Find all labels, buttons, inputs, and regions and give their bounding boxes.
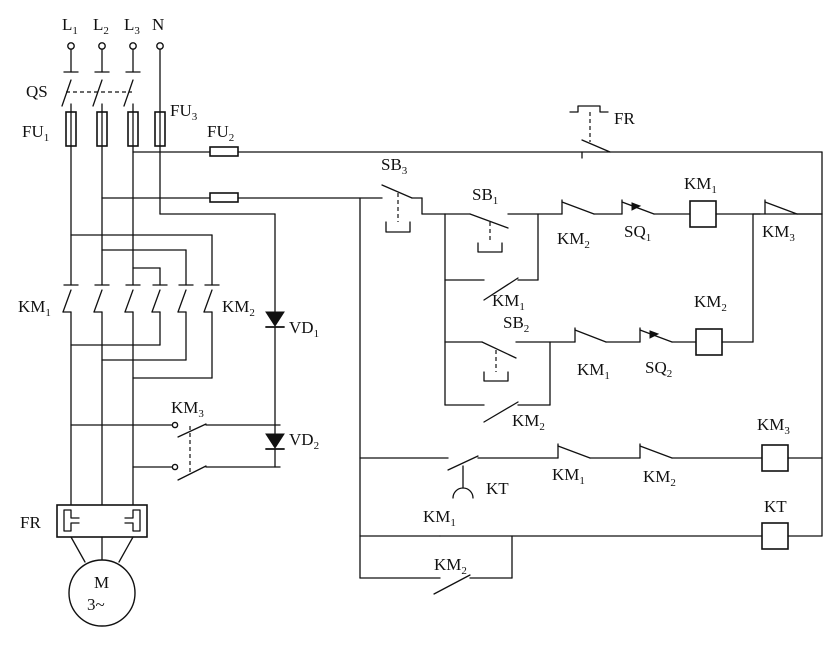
label-vd2: VD2 [289, 430, 319, 452]
label-fr-top: FR [614, 109, 635, 128]
row-km1 [444, 199, 823, 253]
row-kt [359, 522, 823, 595]
label-km3-int1: KM3 [762, 222, 795, 244]
label-vd1: VD1 [289, 318, 319, 340]
label-kt-contact: KT [486, 479, 509, 498]
row-km2 [444, 213, 754, 382]
label-fu1: FU1 [22, 122, 49, 144]
fr-thermal-element [56, 504, 148, 563]
control-supply-taps [101, 146, 823, 203]
fr-nc-contact [569, 105, 611, 159]
km2-main-contacts [70, 234, 220, 379]
right-bus [752, 151, 823, 537]
label-sq2: SQ2 [645, 358, 672, 380]
label-km1-hold: KM1 [492, 291, 525, 313]
label-km1-kt: KM1 [423, 507, 456, 529]
qs-isolator-switch [61, 71, 141, 113]
km2-holding-contact [444, 341, 551, 423]
label-km2-r6: KM2 [434, 555, 467, 577]
label-fu2: FU2 [207, 122, 234, 144]
label-n: N [152, 15, 164, 34]
label-l3: L3 [124, 15, 140, 37]
fu1-fuses [65, 111, 139, 147]
label-km2-r5: KM2 [643, 467, 676, 489]
label-km2-main: KM2 [222, 297, 255, 319]
label-km3-coil: KM3 [757, 415, 790, 437]
vd1-diode [265, 213, 285, 435]
motor [68, 559, 136, 627]
label-km2-int1: KM2 [557, 229, 590, 251]
labels: L1 L2 L3 N QS FU1 FU3 FU2 FR SB3 SB1 KM2… [18, 15, 795, 614]
row-km3 [359, 443, 823, 499]
label-sb2: SB2 [503, 313, 529, 335]
label-fr-power: FR [20, 513, 41, 532]
label-sq1: SQ1 [624, 222, 651, 244]
label-motor-m: M [94, 573, 109, 592]
phase-wires [70, 145, 134, 506]
label-sb3: SB3 [381, 155, 408, 177]
label-km2-hold: KM2 [512, 411, 545, 433]
label-qs: QS [26, 82, 48, 101]
label-km1-int2: KM1 [577, 360, 610, 382]
vd2-diode [265, 433, 285, 468]
label-km1-coil: KM1 [684, 174, 717, 196]
label-l2: L2 [93, 15, 109, 37]
label-motor-phase: 3~ [87, 595, 105, 614]
left-control-bus [359, 197, 446, 579]
km1-holding-contact [444, 213, 539, 301]
km3-main-contacts [70, 421, 281, 481]
label-km3-main: KM3 [171, 398, 204, 420]
sb3-stop-button [381, 184, 423, 233]
label-km1-r5: KM1 [552, 465, 585, 487]
label-sb1: SB1 [472, 185, 498, 207]
label-km2-coil: KM2 [694, 292, 727, 314]
label-fu3: FU3 [170, 101, 198, 123]
label-kt-coil: KT [764, 497, 787, 516]
km1-main-contacts [62, 284, 141, 313]
label-l1: L1 [62, 15, 78, 37]
power-supply-terminals [67, 42, 164, 113]
label-km1-main: KM1 [18, 297, 51, 319]
fu3-fuse [154, 111, 276, 215]
